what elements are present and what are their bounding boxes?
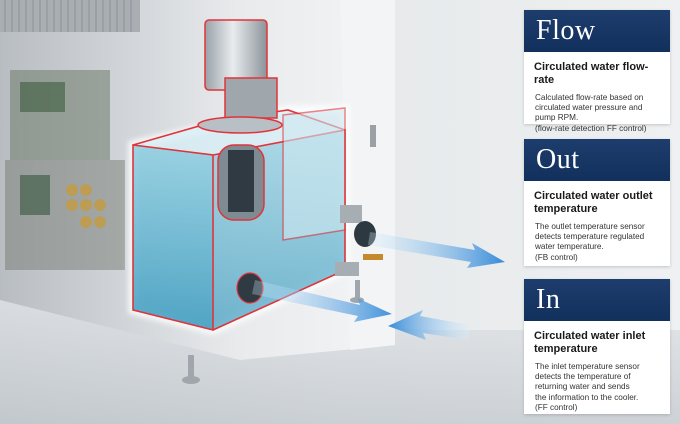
flow-card-title: Circulated water flow-rate	[534, 61, 649, 86]
inlet-card-description: The inlet temperature sensor detects the…	[535, 362, 640, 412]
outlet-card-title: Circulated water outlet temperature	[534, 190, 653, 215]
outlet-card-description: The outlet temperature sensor detects te…	[535, 222, 645, 262]
flow-card-heading: Flow	[524, 10, 670, 52]
outlet-info-card: Out Circulated water outlet temperature …	[524, 139, 670, 266]
flow-info-card: Flow Circulated water flow-rate Calculat…	[524, 10, 670, 133]
inlet-card-title: Circulated water inlet temperature	[534, 330, 646, 355]
flow-card-description: Calculated flow-rate based on circulated…	[535, 93, 647, 133]
inlet-info-card: In Circulated water inlet temperature Th…	[524, 279, 670, 414]
outlet-card-heading: Out	[524, 139, 670, 181]
inlet-card-heading: In	[524, 279, 670, 321]
